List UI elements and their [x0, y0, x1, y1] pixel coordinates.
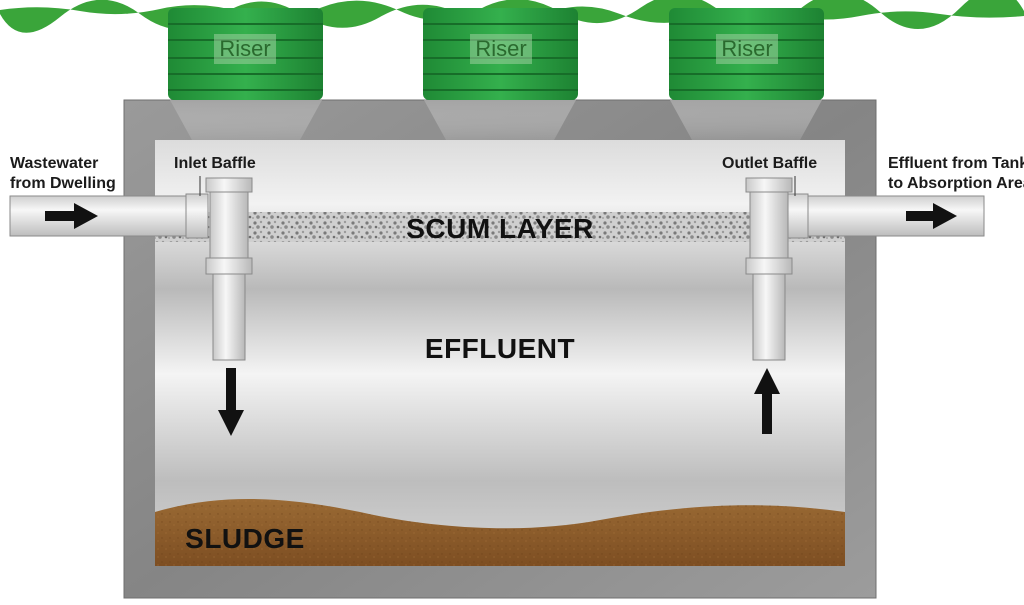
riser-openings: [170, 100, 822, 140]
inlet-baffle-label: Inlet Baffle: [174, 155, 256, 172]
inlet-source-label-line2: from Dwelling: [10, 175, 116, 192]
arrow-right-icon: [45, 203, 98, 229]
outlet-baffle-label: Outlet Baffle: [722, 155, 817, 172]
outlet-dest-label-line2: to Absorption Area: [888, 175, 1024, 192]
riser-label: Riser: [219, 36, 270, 61]
arrow-up-icon: [754, 368, 780, 434]
riser-right: Riser: [669, 8, 824, 100]
riser-label: Riser: [721, 36, 772, 61]
effluent-label: EFFLUENT: [425, 333, 575, 364]
inlet-baffle: [205, 177, 253, 361]
sludge-label: SLUDGE: [185, 523, 305, 554]
outlet-baffle: [745, 177, 793, 361]
riser-center: Riser: [423, 8, 578, 100]
scum-layer: [155, 212, 845, 242]
scum-layer-label: SCUM LAYER: [406, 213, 594, 244]
outlet-dest-label-line1: Effluent from Tank: [888, 155, 1024, 172]
inlet-source-label-line1: Wastewater: [10, 155, 98, 172]
arrow-down-icon: [218, 368, 244, 436]
riser-left: Riser: [168, 8, 323, 100]
tank-interior: [155, 140, 845, 566]
inlet-pipe: [9, 193, 209, 239]
arrow-right-icon: [906, 203, 957, 229]
riser-label: Riser: [475, 36, 526, 61]
